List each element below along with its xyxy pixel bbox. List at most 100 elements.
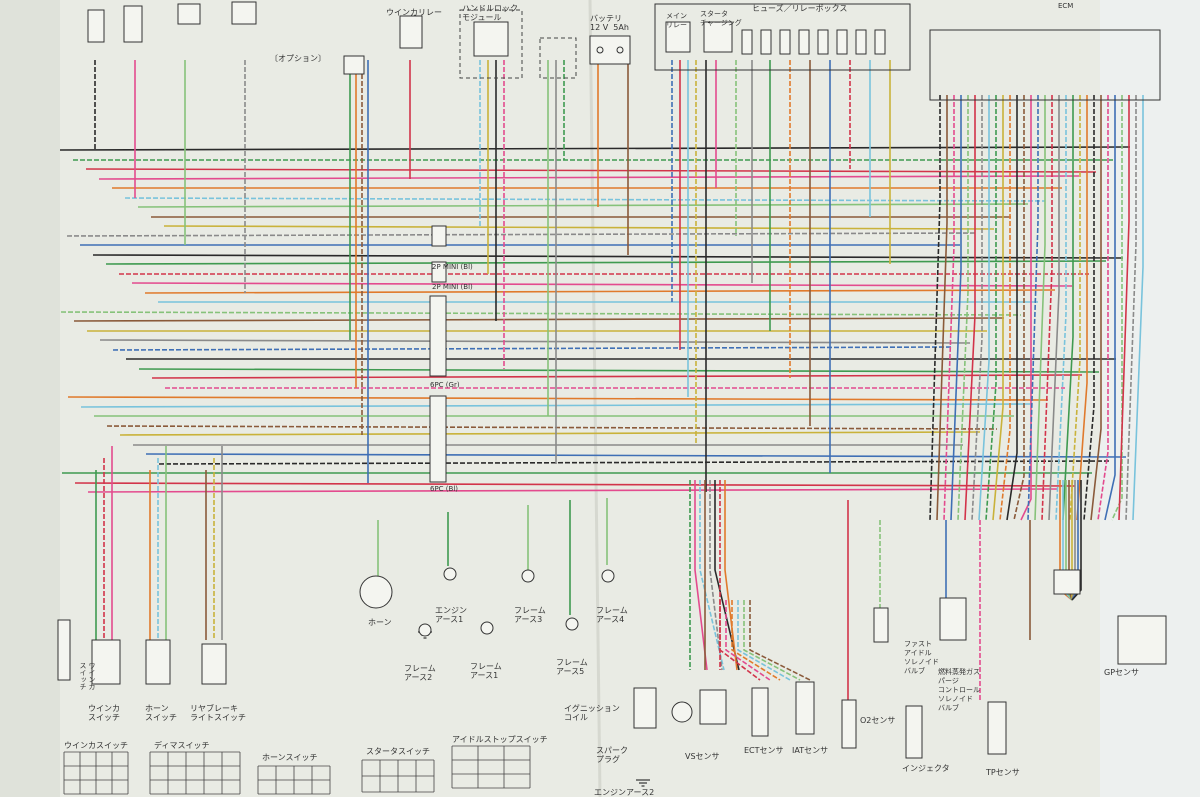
option-connector <box>343 55 365 75</box>
wire <box>1048 95 1060 521</box>
vs-sensor-wheel <box>671 701 693 723</box>
starter-relay <box>703 21 733 53</box>
wire <box>85 168 1097 173</box>
bl-connector-frame <box>539 37 577 79</box>
fuse <box>817 29 829 55</box>
vs-sensor-label: VSセンサ <box>685 752 720 761</box>
diode-block <box>231 1 257 25</box>
battery-terminal-neg <box>596 46 604 54</box>
main-relay-label: メイン リレー <box>666 12 687 29</box>
horn-label: ホーン <box>368 618 392 627</box>
wire <box>163 225 995 230</box>
wire <box>999 95 1011 521</box>
fuse-relay-box-outline <box>654 3 911 71</box>
fast-idle-valve <box>873 607 889 643</box>
wire <box>1069 95 1081 521</box>
wire <box>87 488 1059 493</box>
ecm-outline <box>929 29 1161 101</box>
winker-switch-label-2: ウインカ スイッチ <box>88 704 120 722</box>
wire <box>1104 95 1116 521</box>
wire <box>119 431 981 436</box>
ect-sensor-label: ECTセンサ <box>744 746 784 755</box>
left-connector <box>57 619 71 681</box>
fuse <box>779 29 791 55</box>
wire <box>1062 95 1074 521</box>
ecm-top-label: ECM <box>1058 2 1074 10</box>
engine-earth-1 <box>443 567 457 581</box>
gp-sensor <box>1117 615 1167 665</box>
headlight-switch <box>87 9 105 43</box>
ect-sensor <box>751 687 769 737</box>
evap-valve <box>939 597 967 641</box>
wire-harness <box>59 60 1144 700</box>
wire <box>1027 95 1039 521</box>
wire <box>98 175 1080 180</box>
handle-lock-module-label: ハンドルロック モジュール <box>462 4 518 22</box>
fuse <box>855 29 867 55</box>
engine-earth-2-label: エンジンアース2 <box>594 788 655 797</box>
wire <box>725 600 771 681</box>
tp-sensor-label: TPセンサ <box>986 768 1020 777</box>
wire <box>106 425 998 430</box>
wire <box>1076 95 1088 521</box>
engine-earth-1-label: エンジン アース1 <box>435 606 467 624</box>
wire <box>1071 480 1082 601</box>
wire <box>1118 95 1130 521</box>
fuse <box>874 29 886 55</box>
evap-valve-label: 燃料蒸発ガス パージ コントロール ソレノイド バルブ <box>938 668 980 712</box>
wire <box>74 482 1076 487</box>
wire <box>145 453 1127 458</box>
handle-lock-module-frame <box>459 9 523 79</box>
wire <box>699 480 725 671</box>
wire <box>138 368 1100 373</box>
wire <box>1020 95 1032 521</box>
horn-switch-label: ホーン スイッチ <box>145 704 177 722</box>
wire <box>971 95 983 521</box>
wire <box>1041 95 1053 521</box>
wire <box>737 600 791 681</box>
wire <box>67 396 1049 401</box>
switch-table-title: ウインカスイッチ <box>64 741 128 750</box>
wire <box>60 311 1022 316</box>
wire <box>99 339 971 344</box>
connector-c1 <box>431 225 447 247</box>
wire <box>749 600 811 681</box>
tp-sensor <box>987 701 1007 755</box>
ignition-coil <box>633 687 657 729</box>
frame-earth-5-label: フレーム アース5 <box>556 658 588 676</box>
main-relay <box>665 21 691 53</box>
wire <box>1034 95 1046 521</box>
fuse <box>760 29 772 55</box>
wire <box>731 600 781 681</box>
switch-block <box>123 5 143 43</box>
wire <box>158 460 1110 465</box>
frame-earth-1-label: フレーム アース1 <box>470 662 502 680</box>
wire <box>743 600 801 681</box>
option-label: 〔オプション〕 <box>270 54 326 63</box>
connector-3-label: 6PC (Gr) <box>430 381 460 389</box>
wire <box>714 480 740 671</box>
wire <box>964 95 976 521</box>
o2-sensor <box>841 699 857 749</box>
wire <box>929 95 941 521</box>
gp-sensor-label: GPセンサ <box>1104 668 1140 677</box>
iat-sensor-label: IATセンサ <box>792 746 829 755</box>
wire <box>978 95 990 521</box>
wire <box>144 289 1056 294</box>
winker-relay <box>399 15 423 49</box>
wire <box>137 203 1029 208</box>
winker-switch <box>91 639 121 685</box>
switch-table-title: スタータスイッチ <box>366 747 430 756</box>
fuse <box>741 29 753 55</box>
fast-idle-valve-label: ファスト アイドル ソレノイド バルブ <box>904 640 939 675</box>
iat-sensor <box>795 681 815 735</box>
wire <box>936 95 948 521</box>
vs-sensor <box>699 689 727 725</box>
wire <box>1097 95 1109 521</box>
frame-earth-2-label: フレーム アース2 <box>404 664 436 682</box>
connector-top <box>177 3 201 25</box>
horn <box>359 575 393 609</box>
wire <box>1013 95 1025 521</box>
connector-2-label: 2P MINI (Bl) <box>432 283 473 291</box>
